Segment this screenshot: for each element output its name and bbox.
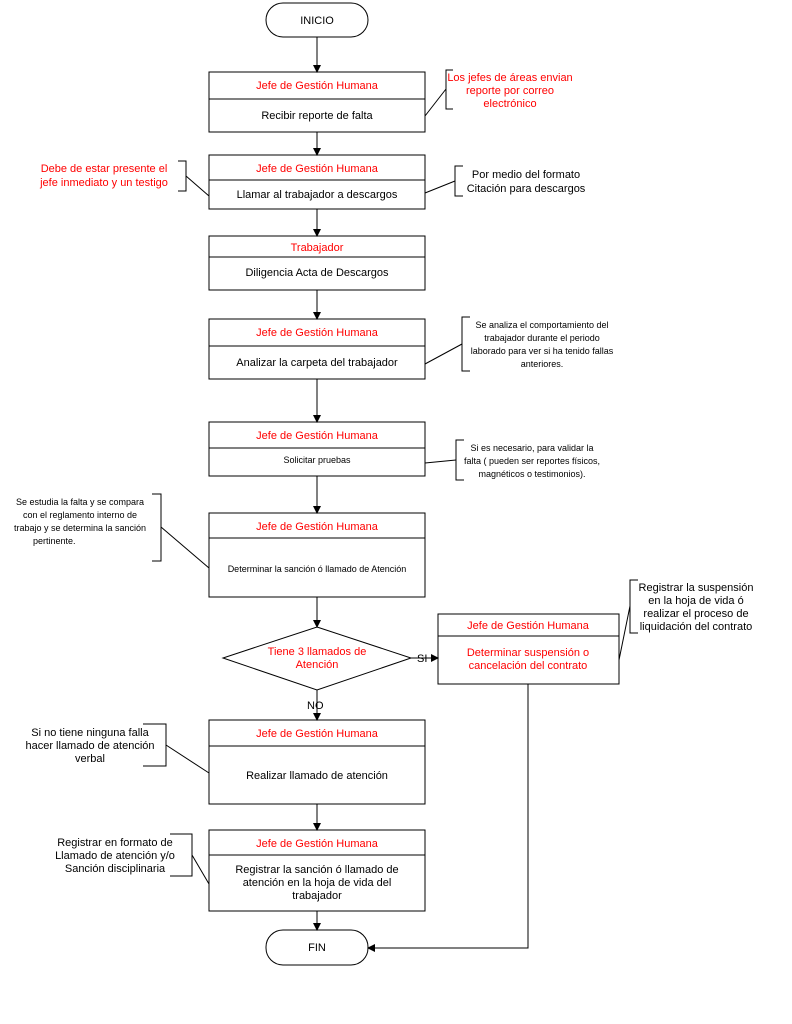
note-line: Los jefes de áreas envian (447, 72, 572, 84)
step-action: Diligencia Acta de Descargos (245, 267, 389, 279)
note-suspension: Registrar la suspensión en la hoja de vi… (618, 579, 754, 661)
note-form: Por medio del formato Citación para desc… (424, 165, 586, 197)
step-receive-report: Jefe de Gestión Humana Recibir reporte d… (208, 71, 426, 133)
step-role: Jefe de Gestión Humana (256, 327, 379, 339)
step-action: Recibir reporte de falta (261, 110, 373, 122)
decision-three-warnings: Tiene 3 llamados de Atención (221, 626, 413, 691)
decision-no-label: NO (307, 700, 324, 712)
step-analyze-folder: Jefe de Gestión Humana Analizar la carpe… (208, 318, 426, 380)
note-line: con el reglamento interno de (23, 510, 137, 520)
step-action-line: trabajador (292, 890, 342, 902)
note-verbal-warning: Si no tiene ninguna falla hacer llamado … (25, 723, 210, 774)
step-verbal-warning: Jefe de Gestión Humana Realizar llamado … (208, 719, 426, 805)
note-line: magnéticos o testimonios). (478, 469, 585, 479)
note-line: Sanción disciplinaria (65, 863, 166, 875)
note-study: Se estudia la falta y se compara con el … (14, 493, 210, 569)
note-register-format: Registrar en formato de Llamado de atenc… (55, 833, 210, 885)
step-action: Solicitar pruebas (283, 455, 351, 465)
end-label: FIN (308, 942, 326, 954)
note-line: pertinente. (33, 536, 76, 546)
note-line: hacer llamado de atención (25, 740, 154, 752)
decision-yes-label: SI (417, 653, 427, 665)
step-action: Determinar la sanción ó llamado de Atenc… (228, 564, 407, 574)
note-line: Registrar la suspensión (639, 582, 754, 594)
step-action-line: atención en la hoja de vida del (243, 877, 392, 889)
step-role: Jefe de Gestión Humana (467, 620, 590, 632)
step-role: Jefe de Gestión Humana (256, 521, 379, 533)
step-role: Jefe de Gestión Humana (256, 163, 379, 175)
note-line: liquidación del contrato (640, 621, 753, 633)
note-line: jefe inmediato y un testigo (39, 177, 168, 189)
note-evidence: Si es necesario, para validar la falta (… (424, 439, 600, 481)
step-discharge-record: Trabajador Diligencia Acta de Descargos (208, 235, 426, 291)
start-label: INICIO (300, 15, 334, 27)
note-line: Si es necesario, para validar la (470, 443, 593, 453)
step-role: Jefe de Gestión Humana (256, 838, 379, 850)
step-request-evidence: Jefe de Gestión Humana Solicitar pruebas (208, 421, 426, 477)
start-terminator: INICIO (265, 2, 369, 38)
note-line: electrónico (483, 98, 536, 110)
note-analysis: Se analiza el comportamiento del trabaja… (424, 316, 614, 372)
step-action: Realizar llamado de atención (246, 770, 388, 782)
note-line: falta ( pueden ser reportes físicos, (464, 456, 600, 466)
note-line: Si no tiene ninguna falla (31, 727, 149, 739)
step-action: Llamar al trabajador a descargos (237, 189, 398, 201)
note-line: reporte por correo (466, 85, 554, 97)
note-line: Registrar en formato de (57, 837, 173, 849)
step-determine-sanction: Jefe de Gestión Humana Determinar la san… (208, 512, 426, 598)
note-line: Por medio del formato (472, 169, 580, 181)
decision-text-line: Atención (296, 659, 339, 671)
note-line: Llamado de atención y/o (55, 850, 175, 862)
step-action: Analizar la carpeta del trabajador (236, 357, 398, 369)
flow-connectors (313, 37, 529, 952)
step-register-sanction: Jefe de Gestión Humana Registrar la sanc… (208, 829, 426, 912)
note-line: Se estudia la falta y se compara (16, 497, 144, 507)
step-action-line: Registrar la sanción ó llamado de (235, 864, 398, 876)
note-line: Debe de estar presente el (41, 163, 168, 175)
note-line: en la hoja de vida ó (648, 595, 743, 607)
note-email-report: Los jefes de áreas envian reporte por co… (424, 69, 573, 117)
step-role: Jefe de Gestión Humana (256, 430, 379, 442)
note-line: anteriores. (521, 359, 564, 369)
end-terminator: FIN (265, 929, 369, 966)
note-line: Citación para descargos (467, 183, 586, 195)
note-presence: Debe de estar presente el jefe inmediato… (39, 160, 210, 197)
note-line: realizar el proceso de (643, 608, 748, 620)
note-line: verbal (75, 753, 105, 765)
step-action-line: Determinar suspensión o (467, 647, 589, 659)
step-suspension-or-cancellation: Jefe de Gestión Humana Determinar suspen… (437, 613, 620, 685)
step-action-line: cancelación del contrato (469, 660, 588, 672)
note-line: trabajo y se determina la sanción (14, 523, 146, 533)
step-call-worker: Jefe de Gestión Humana Llamar al trabaja… (208, 154, 426, 210)
step-role: Jefe de Gestión Humana (256, 80, 379, 92)
decision-text-line: Tiene 3 llamados de (268, 646, 367, 658)
step-role: Trabajador (291, 242, 344, 254)
note-line: trabajador durante el periodo (484, 333, 600, 343)
note-line: laborado para ver si ha tenido fallas (471, 346, 614, 356)
step-role: Jefe de Gestión Humana (256, 728, 379, 740)
note-line: Se analiza el comportamiento del (475, 320, 608, 330)
